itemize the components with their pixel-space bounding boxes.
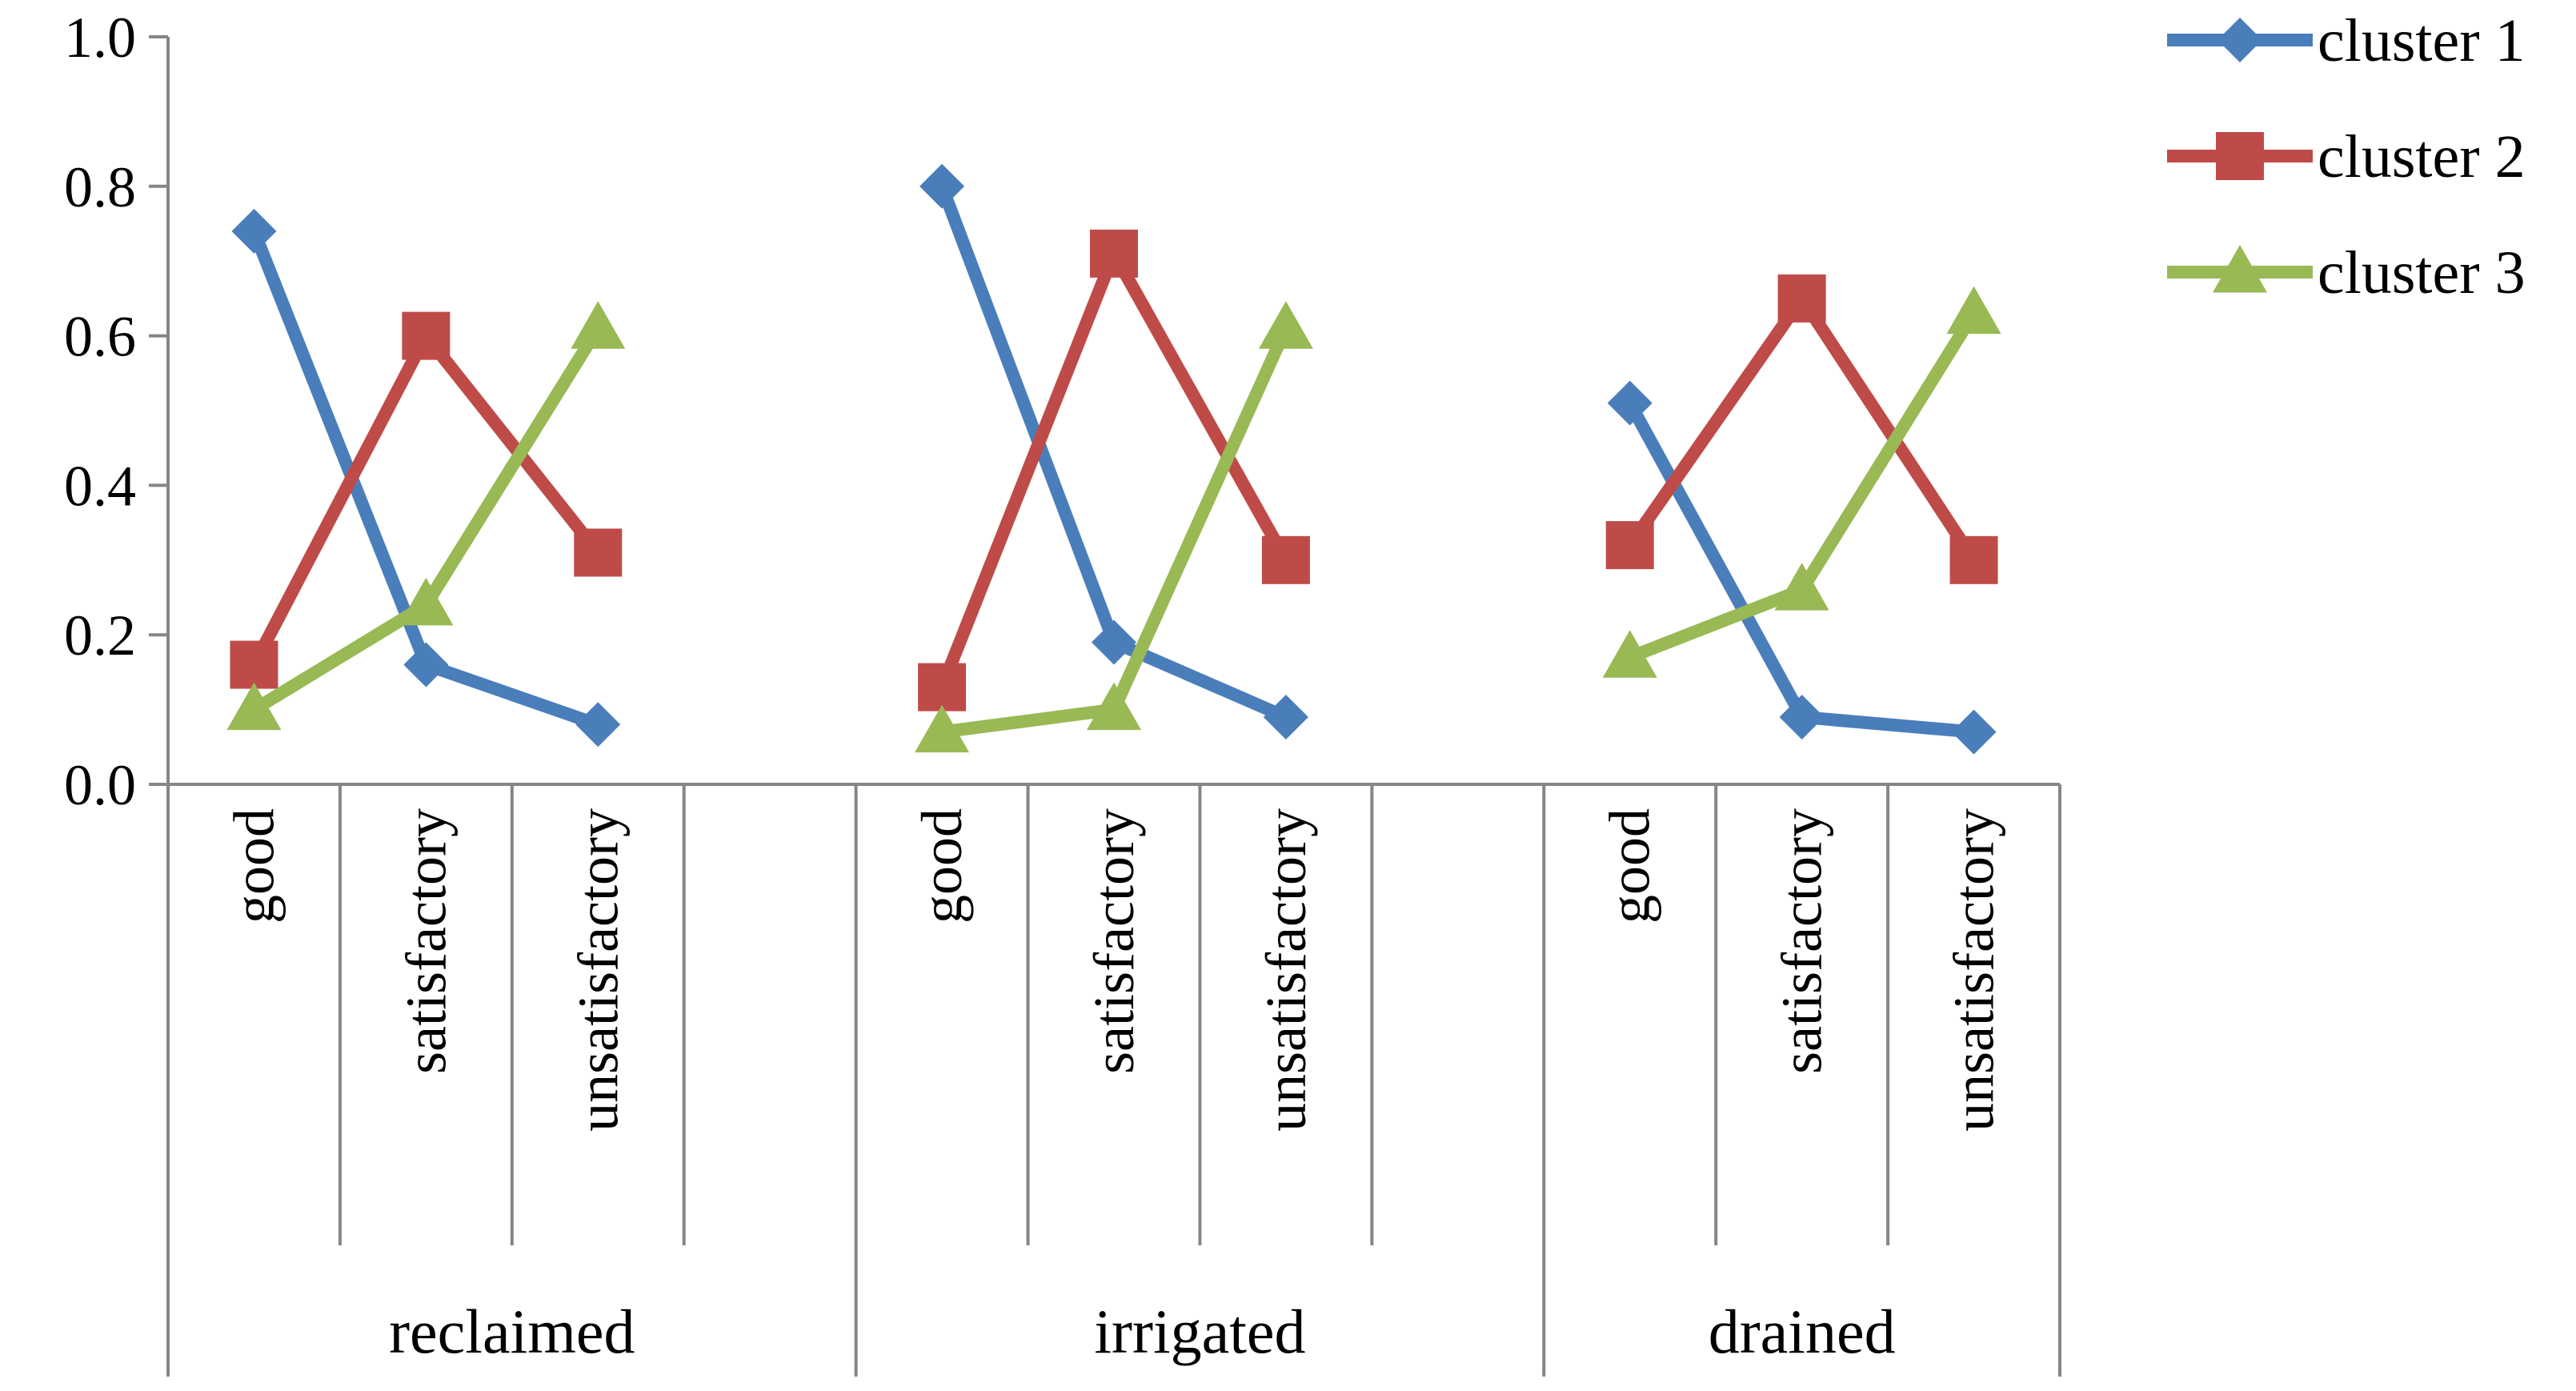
data-point	[575, 702, 621, 748]
legend-item: cluster 3	[2167, 239, 2526, 307]
chart-series	[226, 163, 2001, 755]
x-category-label: satisfactory	[1770, 808, 1834, 1074]
data-point	[915, 704, 970, 753]
data-point	[919, 163, 965, 209]
series-line	[941, 325, 1292, 739]
y-tick-label: 0.4	[64, 454, 136, 518]
data-point	[230, 640, 278, 689]
data-point	[1607, 380, 1653, 426]
data-point	[399, 577, 454, 626]
x-category-label: good	[222, 808, 286, 924]
legend-label: cluster 1	[2318, 7, 2526, 74]
y-tick-label: 0.2	[64, 603, 136, 667]
data-point	[1261, 535, 1310, 584]
data-point	[1777, 274, 1826, 323]
data-point	[1774, 563, 1829, 611]
chart-axes: 0.0 0.2 0.4 0.6 0.8 1.0 good satisfactory unsati…	[64, 6, 2061, 1377]
y-tick-label: 0.6	[64, 305, 136, 369]
legend-marker	[2216, 132, 2264, 180]
series-1	[231, 163, 1997, 755]
legend-item: cluster 1	[2167, 7, 2526, 74]
x-category-label: unsatisfactory	[566, 808, 630, 1132]
x-group-label: reclaimed	[389, 1297, 635, 1366]
chart-legend: cluster 1 cluster 2 cluster 3	[2167, 7, 2526, 307]
y-tick-label: 1.0	[64, 6, 136, 70]
x-group-label: irrigated	[1094, 1297, 1305, 1366]
data-point	[1949, 535, 1998, 584]
data-point	[1258, 301, 1313, 349]
legend-marker	[2213, 245, 2267, 293]
x-category-label: good	[910, 808, 974, 924]
data-point	[1090, 229, 1138, 278]
legend-marker	[2217, 18, 2262, 62]
data-point	[403, 642, 449, 687]
x-category-label: unsatisfactory	[1254, 808, 1318, 1132]
x-category-label: good	[1598, 808, 1662, 924]
legend-label: cluster 3	[2318, 239, 2526, 307]
y-tick-label: 0.0	[64, 753, 136, 817]
data-point	[1263, 694, 1308, 740]
data-point	[402, 311, 451, 360]
x-group-label: drained	[1709, 1297, 1896, 1366]
x-category-label: unsatisfactory	[1942, 808, 2006, 1132]
series-2	[230, 229, 1998, 712]
data-point	[1092, 619, 1136, 665]
y-tick-label: 0.8	[64, 155, 136, 219]
data-point	[1605, 521, 1654, 570]
x-category-label: satisfactory	[1082, 808, 1146, 1074]
data-point	[1951, 709, 1997, 755]
data-point	[231, 208, 277, 254]
data-point	[571, 301, 626, 349]
data-point	[1087, 682, 1141, 731]
legend-label: cluster 2	[2318, 123, 2526, 190]
data-point	[918, 663, 967, 712]
x-category-label: satisfactory	[394, 808, 458, 1074]
data-point	[574, 528, 623, 577]
data-point	[1779, 694, 1825, 740]
data-point	[1602, 630, 1657, 678]
data-point	[226, 682, 282, 731]
legend-item: cluster 2	[2167, 123, 2526, 190]
data-point	[1946, 286, 2001, 335]
series-line	[1625, 291, 1980, 564]
series-3	[226, 286, 2001, 753]
